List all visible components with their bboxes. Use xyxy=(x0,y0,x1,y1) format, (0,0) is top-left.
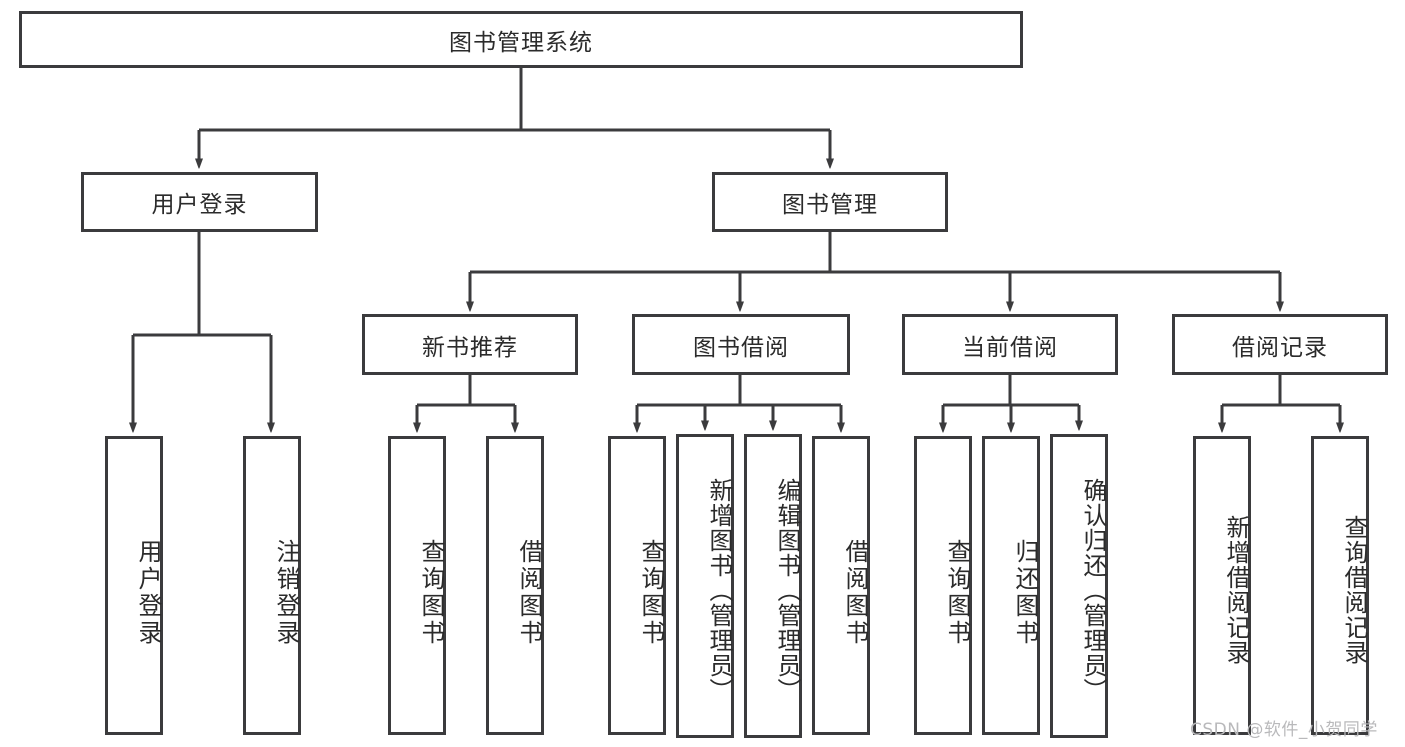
node-current-borrow-label: 当前借阅 xyxy=(962,334,1058,361)
node-borrow-record-label: 借阅记录 xyxy=(1232,334,1328,361)
node-book-borrow[interactable]: 图书借阅 xyxy=(632,314,850,375)
node-leaf-add-book-admin[interactable]: 新增图书（管理员） xyxy=(676,434,734,738)
node-leaf-edit-book-admin[interactable]: 编辑图书（管理员） xyxy=(744,434,802,738)
node-new-book-recommend-label: 新书推荐 xyxy=(422,334,518,361)
node-user-login-label: 用户登录 xyxy=(151,192,248,218)
node-leaf-add-borrow-record-label: 新增借阅记录 xyxy=(1222,514,1250,665)
node-leaf-query-borrow-record[interactable]: 查询借阅记录 xyxy=(1311,436,1369,735)
node-leaf-return-book-label: 归还图书 xyxy=(1011,538,1039,647)
node-leaf-confirm-return-admin-label: 确认归还（管理员） xyxy=(1079,477,1107,703)
node-leaf-query-book-borrow-label: 查询图书 xyxy=(637,538,665,647)
node-root-label: 图书管理系统 xyxy=(449,29,593,56)
node-leaf-add-book-admin-label: 新增图书（管理员） xyxy=(705,477,733,703)
node-leaf-query-book-recommend-label: 查询图书 xyxy=(417,538,445,647)
node-user-login[interactable]: 用户登录 xyxy=(81,172,318,232)
node-book-management[interactable]: 图书管理 xyxy=(712,172,948,232)
node-leaf-return-book[interactable]: 归还图书 xyxy=(982,436,1040,735)
node-leaf-confirm-return-admin[interactable]: 确认归还（管理员） xyxy=(1050,434,1108,738)
node-leaf-borrow-book[interactable]: 借阅图书 xyxy=(812,436,870,735)
node-leaf-logout-login[interactable]: 注销登录 xyxy=(243,436,301,735)
node-leaf-query-book-recommend[interactable]: 查询图书 xyxy=(388,436,446,735)
node-leaf-borrow-book-recommend-label: 借阅图书 xyxy=(515,538,543,647)
node-leaf-query-borrow-record-label: 查询借阅记录 xyxy=(1340,514,1368,665)
node-leaf-borrow-book-label: 借阅图书 xyxy=(841,538,869,647)
node-borrow-record[interactable]: 借阅记录 xyxy=(1172,314,1388,375)
node-current-borrow[interactable]: 当前借阅 xyxy=(902,314,1118,375)
node-leaf-query-book-current[interactable]: 查询图书 xyxy=(914,436,972,735)
node-leaf-edit-book-admin-label: 编辑图书（管理员） xyxy=(773,477,801,703)
node-leaf-user-login[interactable]: 用户登录 xyxy=(105,436,163,735)
node-leaf-add-borrow-record[interactable]: 新增借阅记录 xyxy=(1193,436,1251,735)
node-book-borrow-label: 图书借阅 xyxy=(693,334,789,361)
node-book-management-label: 图书管理 xyxy=(782,192,878,218)
node-leaf-query-book-current-label: 查询图书 xyxy=(943,538,971,647)
node-leaf-query-book-borrow[interactable]: 查询图书 xyxy=(608,436,666,735)
node-root[interactable]: 图书管理系统 xyxy=(19,11,1023,68)
node-leaf-logout-login-label: 注销登录 xyxy=(272,538,300,647)
node-leaf-borrow-book-recommend[interactable]: 借阅图书 xyxy=(486,436,544,735)
csdn-watermark: CSDN @软件_小贺同学 xyxy=(1190,720,1378,740)
node-leaf-user-login-label: 用户登录 xyxy=(134,538,162,647)
node-new-book-recommend[interactable]: 新书推荐 xyxy=(362,314,578,375)
